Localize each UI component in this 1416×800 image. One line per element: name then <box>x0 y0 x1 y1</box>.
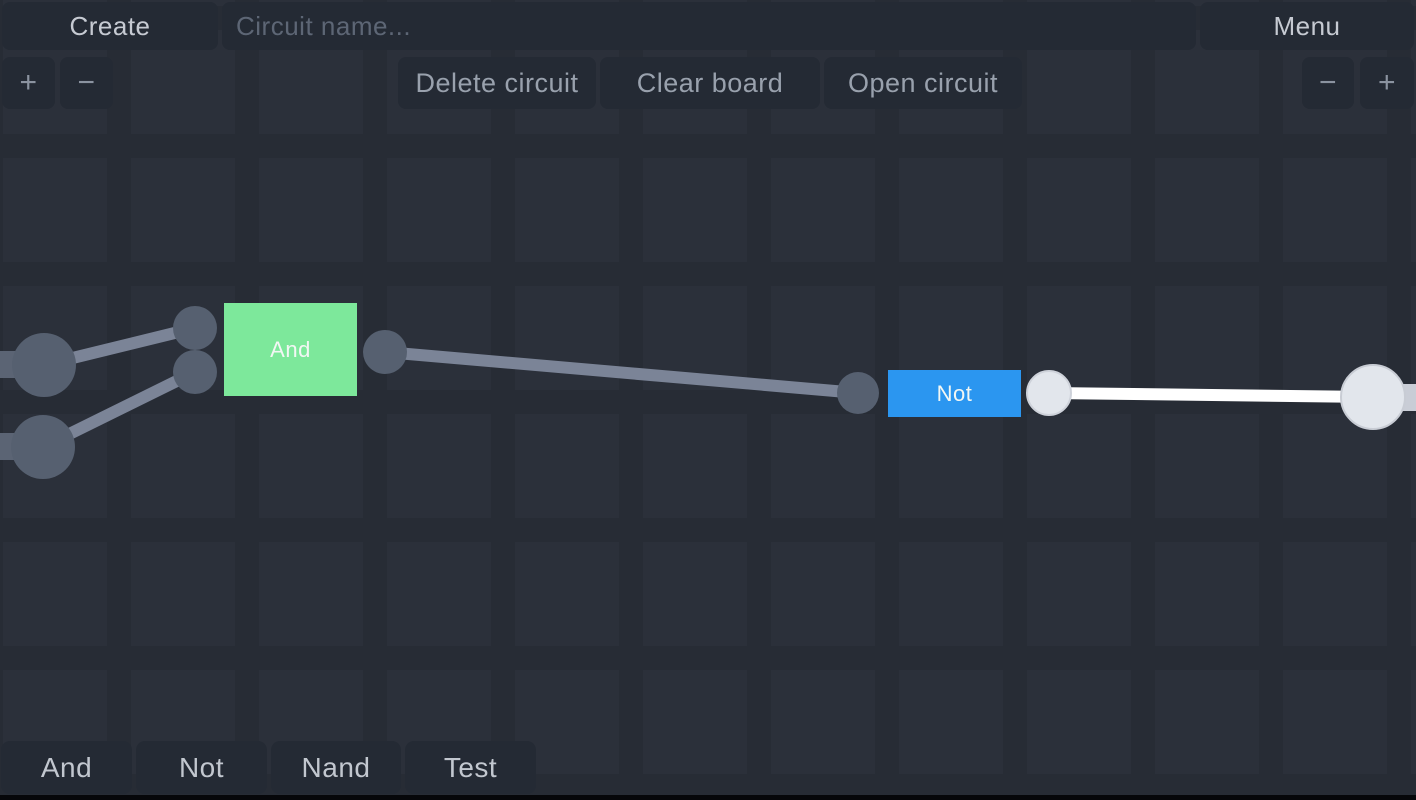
minus-icon: − <box>77 66 96 99</box>
delete-circuit-label: Delete circuit <box>415 67 579 98</box>
input-node-1[interactable] <box>12 333 76 397</box>
zoom-in-left-button[interactable]: + <box>2 57 55 109</box>
menu-button-label: Menu <box>1273 10 1341 41</box>
palette-item-label: Not <box>178 751 225 783</box>
and-input-node-1[interactable] <box>173 306 217 350</box>
create-button[interactable]: Create <box>2 2 218 50</box>
not-input-node[interactable] <box>837 372 879 414</box>
clear-board-label: Clear board <box>636 67 784 98</box>
input-node-2[interactable] <box>11 415 75 479</box>
circuit-name-input[interactable] <box>222 2 1196 50</box>
create-button-label: Create <box>69 10 151 41</box>
not-output-node[interactable] <box>1026 370 1072 416</box>
and-output-node[interactable] <box>363 330 407 374</box>
plus-icon: + <box>1377 66 1397 99</box>
palette-item-and[interactable]: And <box>1 741 132 794</box>
and-gate-label: And <box>270 336 311 362</box>
not-gate[interactable]: Not <box>888 370 1021 417</box>
palette-item-nand[interactable]: Nand <box>271 741 401 794</box>
not-gate-label: Not <box>936 380 973 406</box>
and-input-node-2[interactable] <box>173 350 217 394</box>
palette-item-label: And <box>40 751 93 783</box>
wire-and-not[interactable] <box>384 346 859 399</box>
palette-item-not[interactable]: Not <box>136 741 267 794</box>
bottom-edge-bar <box>0 795 1416 800</box>
wire-not-output[interactable] <box>1048 387 1374 403</box>
and-gate[interactable]: And <box>224 303 357 396</box>
delete-circuit-button[interactable]: Delete circuit <box>398 57 596 109</box>
open-circuit-label: Open circuit <box>847 67 999 98</box>
palette-item-label: Test <box>443 751 498 783</box>
open-circuit-button[interactable]: Open circuit <box>824 57 1022 109</box>
zoom-out-left-button[interactable]: − <box>60 57 113 109</box>
palette-item-label: Nand <box>301 751 371 783</box>
clear-board-button[interactable]: Clear board <box>600 57 820 109</box>
palette-item-test[interactable]: Test <box>405 741 536 794</box>
minus-icon: − <box>1318 66 1338 99</box>
output-node-1[interactable] <box>1340 364 1406 430</box>
zoom-out-right-button[interactable]: − <box>1302 57 1354 109</box>
plus-icon: + <box>19 66 38 99</box>
zoom-in-right-button[interactable]: + <box>1360 57 1414 109</box>
menu-button[interactable]: Menu <box>1200 2 1414 50</box>
